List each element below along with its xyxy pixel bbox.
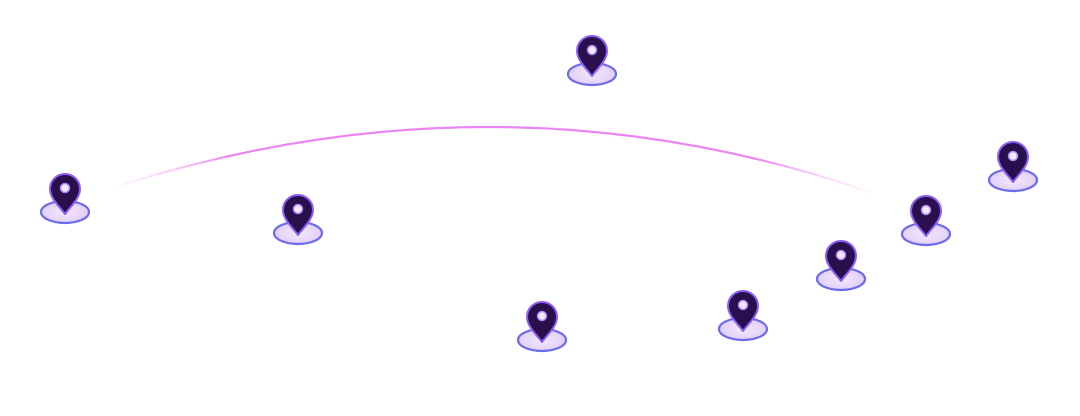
map-pin-icon	[910, 195, 942, 237]
marker-3[interactable]	[272, 194, 324, 246]
pin-center-dot	[737, 299, 749, 311]
map-pin-icon	[997, 141, 1029, 183]
marker-7[interactable]	[900, 195, 952, 247]
pin-center-dot	[1007, 150, 1019, 162]
map-pin-icon	[825, 240, 857, 282]
map-pin-icon	[282, 194, 314, 236]
marker-2[interactable]	[39, 173, 91, 225]
marker-4[interactable]	[516, 301, 568, 353]
map-pin-icon	[526, 301, 558, 343]
pin-center-dot	[586, 44, 598, 56]
markers-layer	[39, 35, 1039, 353]
pin-center-dot	[835, 249, 847, 261]
marker-5[interactable]	[717, 290, 769, 342]
marker-6[interactable]	[815, 240, 867, 292]
route-arc	[116, 125, 872, 194]
pin-center-dot	[292, 203, 304, 215]
map-pin-icon	[49, 173, 81, 215]
map-pin-icon	[727, 290, 759, 332]
pin-center-dot	[920, 204, 932, 216]
pin-center-dot	[59, 182, 71, 194]
pin-center-dot	[536, 310, 548, 322]
marker-1[interactable]	[566, 35, 618, 87]
map-pin-icon	[576, 35, 608, 77]
marker-8[interactable]	[987, 141, 1039, 193]
